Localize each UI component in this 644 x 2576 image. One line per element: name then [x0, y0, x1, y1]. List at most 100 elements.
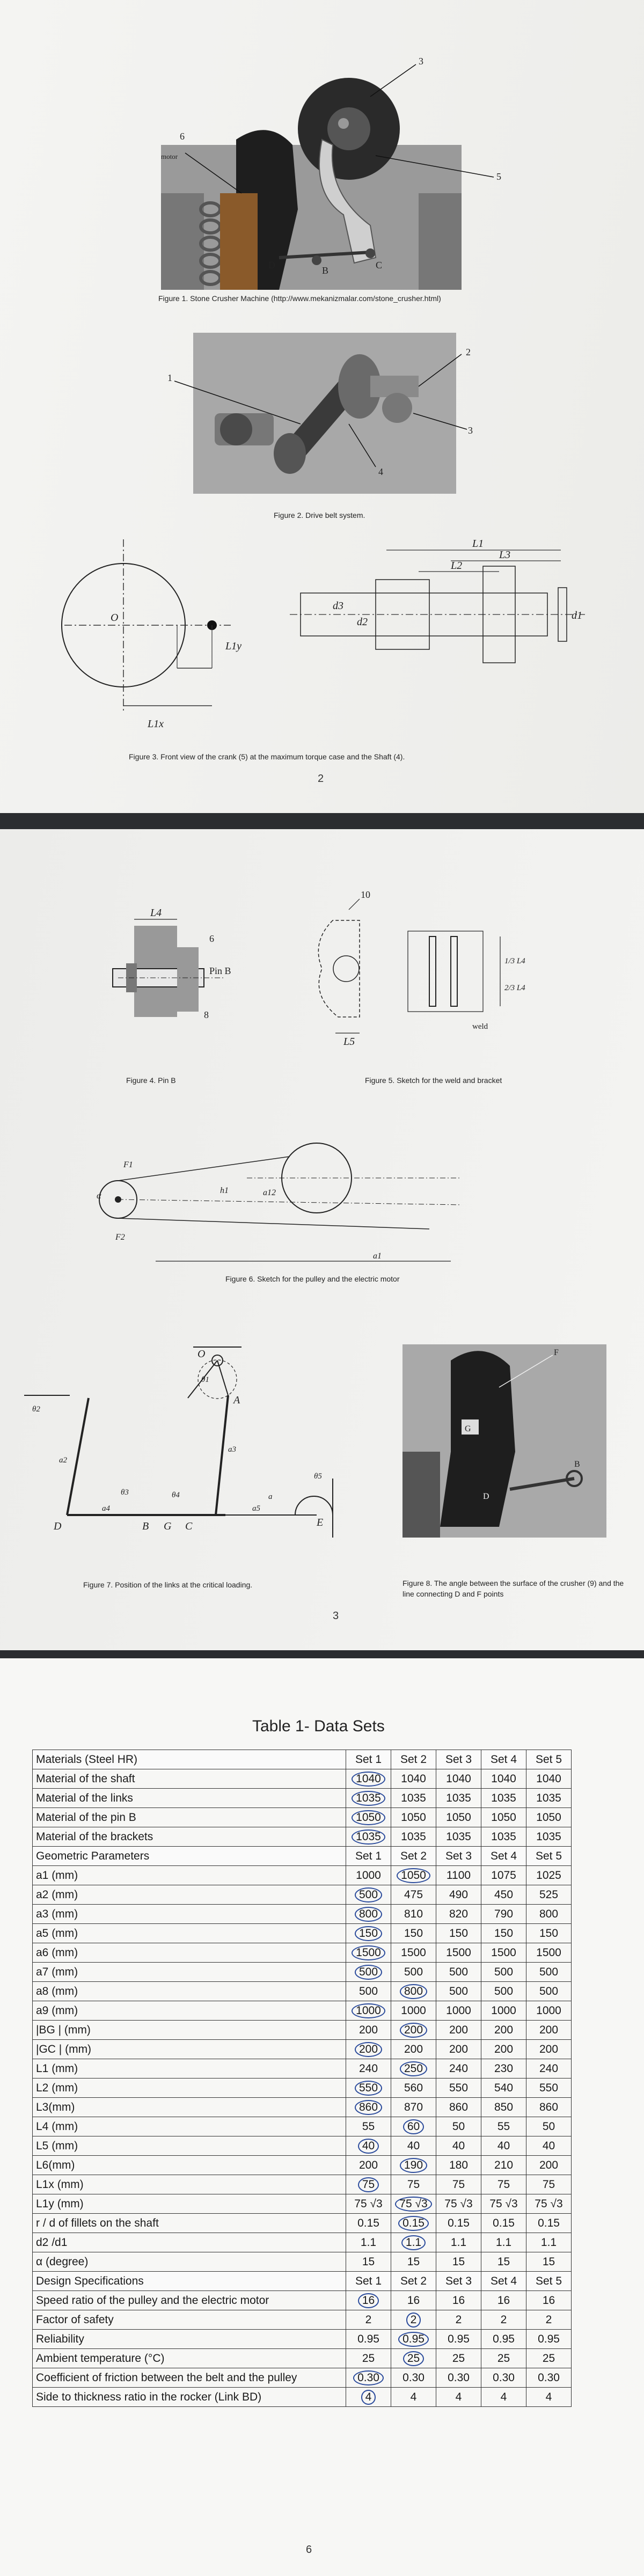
cell-value: 500: [526, 1962, 572, 1982]
value: 1025: [536, 1869, 561, 1882]
cell-value: 1.1: [526, 2233, 572, 2252]
cell-value: 560: [391, 2078, 436, 2098]
cell-value: 150: [391, 1923, 436, 1943]
row-label: L5 (mm): [32, 2136, 346, 2156]
figure-5-caption: Figure 5. Sketch for the weld and bracke…: [365, 1076, 502, 1085]
table-row: Coefficient of friction between the belt…: [32, 2368, 572, 2388]
value: 1050: [536, 1811, 561, 1824]
cell-value: 860: [436, 2097, 481, 2117]
value: Set 5: [535, 2274, 562, 2287]
label-e-links: E: [316, 1517, 323, 1528]
value: 500: [539, 1985, 559, 1997]
document-page-3: Table 1- Data Sets Materials (Steel HR)S…: [0, 1658, 644, 2576]
cell-value: 1050: [481, 1807, 526, 1827]
cell-value: 4: [526, 2387, 572, 2407]
table-title: Table 1- Data Sets: [252, 1717, 385, 1735]
value: 1500: [401, 1946, 426, 1959]
value: 2: [365, 2313, 372, 2326]
label-a2-links: a2: [59, 1456, 68, 1465]
value: 230: [494, 2062, 514, 2075]
cell-value: 4: [436, 2387, 481, 2407]
value: 150: [449, 1927, 469, 1940]
cell-value: 25: [346, 2348, 391, 2368]
value: 150: [404, 1927, 423, 1940]
label-d1: d1: [572, 610, 582, 621]
value: 40: [407, 2139, 420, 2152]
label-theta4: θ4: [172, 1491, 180, 1499]
label-5: 5: [496, 171, 501, 182]
cell-value: 40: [391, 2136, 436, 2156]
value: 1035: [446, 1830, 471, 1843]
cell-value: 2: [346, 2310, 391, 2330]
cell-value: 2: [481, 2310, 526, 2330]
cell-value: Set 4: [481, 1750, 526, 1769]
label-4: 4: [378, 466, 383, 477]
cell-value: 75: [526, 2175, 572, 2194]
cell-value: 15: [481, 2252, 526, 2272]
cell-value: 16: [526, 2290, 572, 2310]
row-label: Design Specifications: [32, 2271, 346, 2291]
label-c-links: C: [185, 1520, 193, 1532]
cell-value: 490: [436, 1885, 481, 1905]
document-page-1: 3 6 5 motor D B C Figure 1. Stone Crushe…: [0, 0, 644, 813]
value: 240: [358, 2062, 378, 2075]
cell-value: 550: [346, 2078, 391, 2098]
value: 4: [500, 2390, 507, 2403]
cell-value: 1040: [481, 1769, 526, 1789]
cell-value: 0.15: [481, 2213, 526, 2233]
row-label: L1 (mm): [32, 2059, 346, 2079]
value: 40: [497, 2139, 510, 2152]
cell-value: 50: [436, 2117, 481, 2136]
cell-value: 1035: [481, 1827, 526, 1847]
value: 2: [545, 2313, 552, 2326]
value: 1035: [491, 1791, 516, 1804]
table-row: Speed ratio of the pulley and the electr…: [32, 2290, 572, 2310]
value: 500: [449, 1965, 469, 1978]
value: 1035: [536, 1830, 561, 1843]
row-label: a1 (mm): [32, 1865, 346, 1885]
document-page-2: L4 6 Pin B 8 Figure 4. Pin B 10 L5 1/3 L…: [0, 829, 644, 1650]
cell-value: 1050: [391, 1865, 436, 1885]
circled-value: 4: [361, 2389, 376, 2405]
cell-value: 500: [526, 1981, 572, 2001]
cell-value: 250: [391, 2059, 436, 2079]
cell-value: 200: [481, 2020, 526, 2040]
cell-value: 860: [346, 2097, 391, 2117]
cell-value: 1035: [526, 1827, 572, 1847]
cell-value: 210: [481, 2155, 526, 2175]
cell-value: Set 1: [346, 1846, 391, 1866]
label-l3: L3: [499, 549, 510, 561]
value: Set 3: [445, 1753, 472, 1766]
circled-value: 1035: [352, 1829, 385, 1845]
value: 4: [410, 2390, 417, 2403]
value: 0.95: [493, 2332, 515, 2345]
value: 1500: [491, 1946, 516, 1959]
cell-value: 1035: [436, 1827, 481, 1847]
value: Set 1: [355, 2274, 382, 2287]
value: Set 5: [535, 1753, 562, 1766]
cell-value: 1500: [391, 1943, 436, 1963]
value: 1035: [536, 1791, 561, 1804]
label-g-links: G: [164, 1520, 172, 1532]
row-label: L2 (mm): [32, 2078, 346, 2098]
value: 50: [542, 2120, 555, 2133]
cell-value: 0.30: [346, 2368, 391, 2388]
cell-value: 75 √3: [346, 2194, 391, 2214]
row-label: L1x (mm): [32, 2175, 346, 2194]
figure-4-caption: Figure 4. Pin B: [126, 1076, 176, 1085]
label-a12: a12: [263, 1188, 276, 1197]
value: 25: [497, 2352, 510, 2365]
value: 1.1: [450, 2236, 467, 2249]
value: 0.15: [493, 2216, 515, 2229]
value: 150: [539, 1927, 559, 1940]
label-motor: motor: [161, 152, 178, 160]
